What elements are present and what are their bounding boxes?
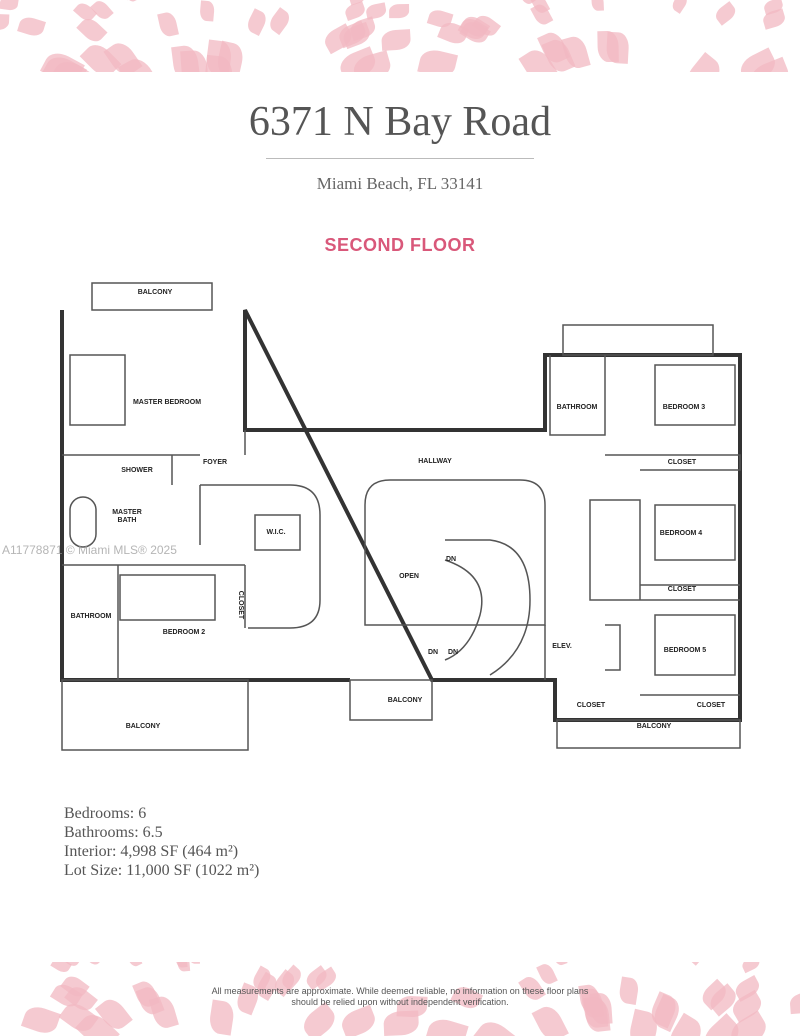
room-label-bedroom-4: BEDROOM 4 <box>659 530 703 537</box>
room-label-bedroom-2: BEDROOM 2 <box>162 629 206 636</box>
flower-petal <box>471 1015 520 1036</box>
property-city: Miami Beach, FL 33141 <box>316 174 484 193</box>
room-label-foyer: FOYER <box>202 459 228 466</box>
room-label-master-bedroom: MASTER BEDROOM <box>132 399 202 406</box>
room-label-open: OPEN <box>399 573 419 580</box>
room-label-balcony-center: BALCONY <box>387 697 423 704</box>
room-label-master-bath: MASTER BATH <box>112 509 142 524</box>
room-label-bathroom-left: BATHROOM <box>70 613 112 620</box>
floral-border-top <box>0 0 800 72</box>
room-label-dn-2: DN <box>427 649 439 656</box>
floor-plan <box>60 282 742 751</box>
property-address: 6371 N Bay Road <box>248 99 552 145</box>
room-label-closet-2: CLOSET <box>237 590 244 620</box>
room-label-balcony-left: BALCONY <box>125 723 161 730</box>
floor-label: SECOND FLOOR <box>324 235 476 255</box>
flower-petal <box>125 962 143 968</box>
room-label-balcony-right: BALCONY <box>636 723 672 730</box>
room-label-elev: ELEV. <box>552 643 572 650</box>
property-facts: Bedrooms: 6 Bathrooms: 6.5 Interior: 4,9… <box>64 804 259 880</box>
disclaimer-line: should be relied upon without independen… <box>291 997 509 1007</box>
flower-petal <box>338 1004 379 1036</box>
room-label-closet-4: CLOSET <box>667 586 697 593</box>
flower-petal <box>688 962 706 965</box>
room-label-dn-3: DN <box>447 649 459 656</box>
room-label-bedroom-5: BEDROOM 5 <box>663 647 707 654</box>
room-label-closet-5a: CLOSET <box>576 702 606 709</box>
flower-petal <box>424 1015 469 1036</box>
floral-border-bottom <box>0 962 800 1036</box>
room-label-closet-5b: CLOSET <box>696 702 726 709</box>
watermark: A11778871 © Miami MLS® 2025 <box>2 543 177 557</box>
flower-petal <box>83 962 103 968</box>
flower-petal <box>176 962 190 972</box>
room-label-bedroom-3: BEDROOM 3 <box>662 404 706 411</box>
room-label-dn-1: DN <box>445 556 457 563</box>
room-label-hallway: HALLWAY <box>418 458 452 465</box>
interior-size: Interior: 4,998 SF (464 m²) <box>64 843 239 860</box>
disclaimer: All measurements are approximate. While … <box>0 986 800 1008</box>
bathrooms-count: Bathrooms: 6.5 <box>64 824 163 841</box>
room-label-shower: SHOWER <box>121 467 153 474</box>
lot-size: Lot Size: 11,000 SF (1022 m²) <box>64 862 260 879</box>
flower-petal <box>740 962 762 974</box>
flower-petal <box>383 1009 420 1036</box>
flower-petal <box>552 962 568 967</box>
flower-petal <box>536 962 559 987</box>
title-divider <box>266 158 534 159</box>
flower-petal <box>189 962 201 965</box>
room-label-wic: W.I.C. <box>266 529 286 536</box>
room-label-closet-3: CLOSET <box>667 459 697 466</box>
disclaimer-line: All measurements are approximate. While … <box>211 986 589 996</box>
room-label-balcony-top: BALCONY <box>137 289 173 296</box>
room-label-bathroom-right: BATHROOM <box>556 404 598 411</box>
bedrooms-count: Bedrooms: 6 <box>64 805 147 822</box>
